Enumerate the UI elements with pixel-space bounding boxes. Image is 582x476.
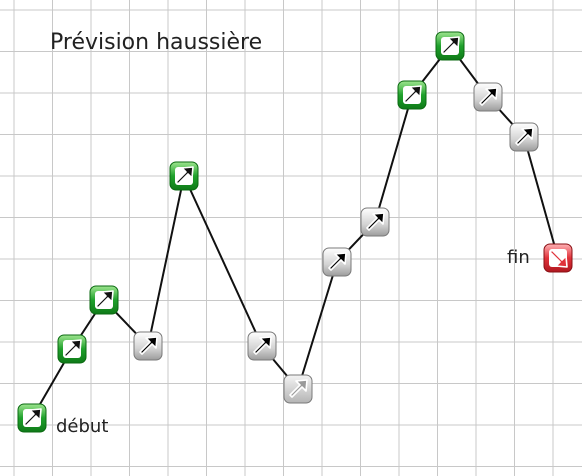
up-right-arrow-icon	[247, 331, 277, 361]
up-arrow-icon	[435, 31, 465, 61]
up-right-arrow-icon	[473, 82, 503, 112]
up-arrow-icon	[169, 161, 199, 191]
up-right-arrow-icon	[322, 247, 352, 277]
up-arrow-icon	[89, 285, 119, 315]
up-arrow-icon	[57, 334, 87, 364]
up-right-arrow-icon	[509, 122, 539, 152]
up-right-arrow-light-icon	[283, 374, 313, 404]
step-nodes	[17, 31, 573, 433]
end-label: fin	[507, 247, 530, 268]
up-right-arrow-icon	[133, 331, 163, 361]
up-arrow-icon	[397, 80, 427, 110]
start-label: début	[56, 416, 109, 437]
diagram-title: Prévision haussière	[50, 30, 263, 55]
up-right-arrow-icon	[360, 207, 390, 237]
down-right-arrow-icon	[543, 243, 573, 273]
up-arrow-icon	[17, 403, 47, 433]
